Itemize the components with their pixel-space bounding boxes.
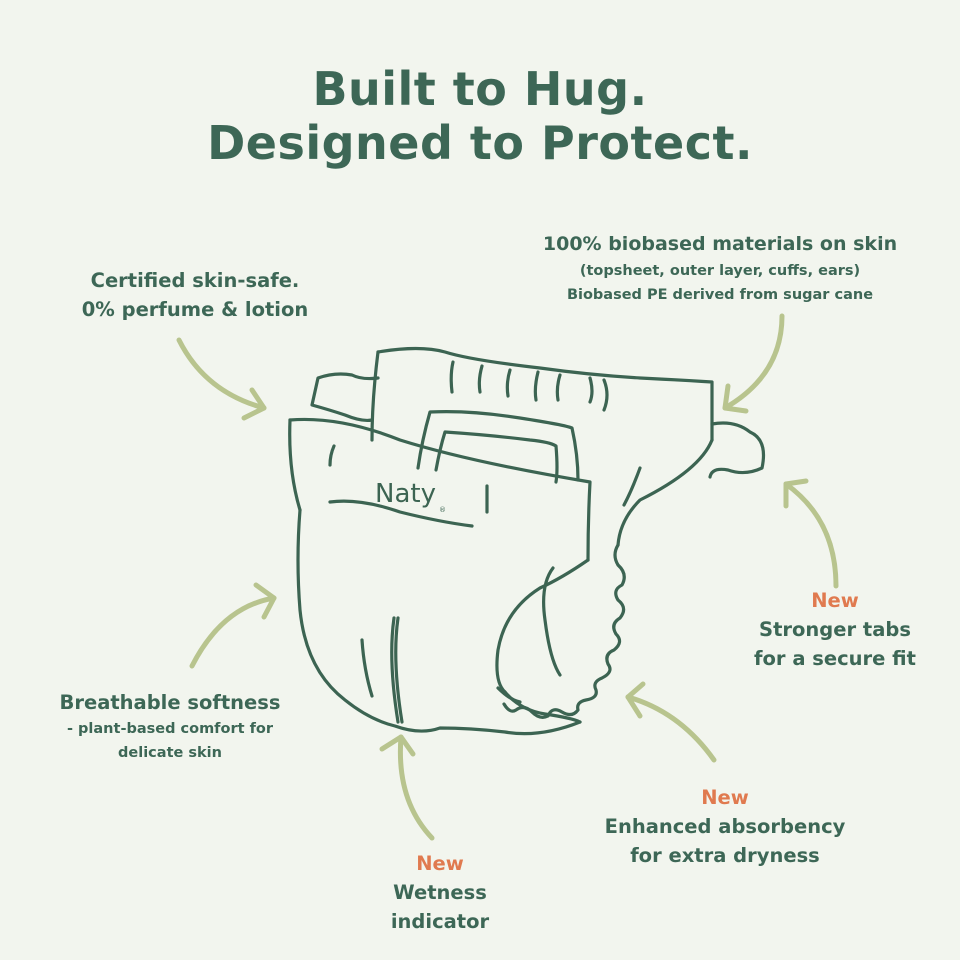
arrow-wetness-icon: [379, 734, 435, 841]
callout-breathable-line-3: delicate skin: [118, 745, 222, 761]
callout-absorbency: New Enhanced absorbency for extra drynes…: [560, 783, 890, 870]
arrow-skin-safe-icon: [176, 337, 267, 421]
registered-symbol: ®: [439, 506, 446, 514]
callout-tabs-line-1: Stronger tabs: [759, 618, 911, 641]
callout-absorbency-line-1: Enhanced absorbency: [604, 815, 846, 838]
new-badge: New: [811, 589, 859, 612]
callout-skin-safe-line-1: Certified skin-safe.: [90, 269, 300, 292]
arrow-biobased-icon: [722, 313, 785, 414]
callout-wetness: New Wetness indicator: [350, 849, 530, 936]
new-badge: New: [701, 786, 749, 809]
callout-skin-safe-line-2: 0% perfume & lotion: [81, 298, 309, 321]
headline-line-1: Built to Hug.: [312, 62, 648, 116]
callout-breathable-line-2: - plant-based comfort for: [66, 721, 274, 737]
callout-tabs-line-2: for a secure fit: [754, 647, 916, 670]
callout-biobased: 100% biobased materials on skin (topshee…: [500, 230, 940, 307]
diaper-outline-icon: [288, 346, 766, 736]
arrow-tabs-icon: [783, 478, 839, 589]
arrow-absorbency-icon: [625, 681, 717, 763]
callout-tabs: New Stronger tabs for a secure fit: [720, 586, 950, 673]
callout-breathable: Breathable softness - plant-based comfor…: [20, 688, 320, 765]
callout-skin-safe: Certified skin-safe. 0% perfume & lotion: [40, 266, 350, 324]
headline-line-2: Designed to Protect.: [207, 116, 753, 170]
callout-wetness-line-1: Wetness: [393, 881, 487, 904]
callout-breathable-title: Breathable softness: [59, 691, 281, 714]
headline: Built to Hug. Designed to Protect.: [0, 62, 960, 170]
callout-absorbency-line-2: for extra dryness: [630, 844, 820, 867]
arrow-breathable-icon: [189, 582, 277, 669]
brand-mark: Naty: [375, 479, 436, 509]
callout-biobased-title: 100% biobased materials on skin: [542, 233, 898, 255]
callout-wetness-line-2: indicator: [390, 910, 490, 933]
callout-biobased-detail: (topsheet, outer layer, cuffs, ears): [579, 263, 861, 279]
new-badge: New: [416, 852, 464, 875]
callout-biobased-note: Biobased PE derived from sugar cane: [566, 287, 874, 303]
